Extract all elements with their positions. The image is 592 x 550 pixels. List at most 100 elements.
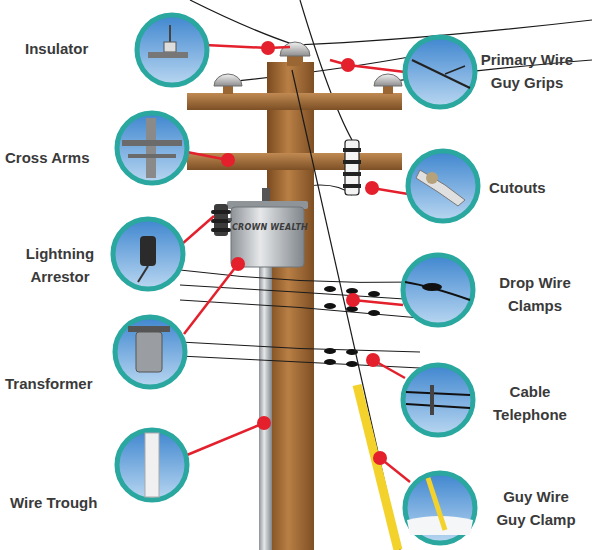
leader-dot <box>221 153 235 167</box>
photo-detail <box>138 266 148 282</box>
photo-lightning-arrestor <box>113 219 183 289</box>
insulator-dome <box>374 74 402 86</box>
photo-insulator <box>137 15 207 85</box>
insulator-dome <box>214 74 242 86</box>
leader-dots <box>221 41 387 465</box>
insulator-dome <box>280 42 310 56</box>
guy-wire <box>292 70 400 550</box>
part-label: Wire Trough <box>10 491 120 514</box>
clamp <box>324 348 336 354</box>
cutout-band <box>343 184 361 188</box>
part-label: Drop Wire Clamps <box>487 271 583 317</box>
photo-detail <box>426 172 438 184</box>
photo-drop-wire-clamps <box>403 255 473 325</box>
cutout-band <box>343 148 361 152</box>
photo-detail <box>122 140 182 146</box>
photo-detail <box>148 52 188 58</box>
clamp <box>346 361 358 367</box>
part-label: Guy Wire Guy Clamp <box>490 485 582 531</box>
part-label: Transformer <box>5 372 115 395</box>
photo-detail <box>428 478 445 530</box>
photo-detail <box>164 42 176 52</box>
photo-detail <box>128 154 176 158</box>
photo-detail <box>422 283 442 291</box>
part-label: Primary Wire Guy Grips <box>471 48 583 94</box>
clamp <box>368 310 380 316</box>
photo-detail <box>416 170 465 206</box>
clamp <box>324 303 336 309</box>
photo-wire-trough <box>117 430 187 500</box>
photo-detail <box>445 66 465 74</box>
clamp <box>368 291 380 297</box>
photo-cross-arms <box>117 113 187 183</box>
leader-dot <box>373 451 387 465</box>
photo-detail <box>430 385 434 415</box>
part-label: Cross Arms <box>5 146 115 169</box>
photo-transformer <box>115 317 185 387</box>
photo-detail <box>145 433 159 497</box>
photo-cutouts <box>408 151 478 221</box>
photo-detail <box>412 60 470 88</box>
arrestor-disc <box>211 219 231 223</box>
leader-dot <box>261 41 275 55</box>
photo-detail <box>136 332 162 372</box>
leader-dot <box>365 181 379 195</box>
transformer-bushing <box>262 188 270 202</box>
cutout-band <box>343 160 361 164</box>
cutout-band <box>343 172 361 176</box>
leader-line <box>182 216 214 244</box>
cross-arm <box>187 93 402 110</box>
watermark: CROWN WEALTH <box>232 223 304 233</box>
leader-dot <box>341 58 355 72</box>
photo-callouts <box>113 15 478 543</box>
leader-line <box>353 300 403 305</box>
photo-cable-telephone <box>403 365 473 435</box>
clamp <box>324 359 336 365</box>
photo-circle <box>117 430 187 500</box>
photo-circle <box>408 151 478 221</box>
photo-circle <box>117 113 187 183</box>
cutout <box>343 140 361 195</box>
transformer <box>227 188 308 267</box>
photo-detail <box>140 236 156 266</box>
photo-primary-wire <box>405 37 475 107</box>
photo-detail <box>146 118 156 178</box>
part-label: Lightning Arrestor <box>5 242 115 288</box>
photo-circle <box>113 219 183 289</box>
cross-arm <box>187 153 402 170</box>
arrestor-disc <box>211 228 231 232</box>
photo-circle <box>403 365 473 435</box>
leader-dot <box>257 416 271 430</box>
drop-wire-clamps <box>324 286 380 367</box>
wire <box>180 342 420 352</box>
photo-circle <box>115 317 185 387</box>
part-label: Insulator <box>25 37 115 60</box>
leader-line <box>184 264 238 334</box>
photo-detail <box>406 392 470 395</box>
leader-dot <box>231 257 245 271</box>
photo-circle <box>403 255 473 325</box>
leader-lines <box>182 45 410 482</box>
leader-line <box>205 45 290 48</box>
photo-circle <box>137 15 207 85</box>
transformer-tank <box>231 207 304 267</box>
leader-dot <box>346 293 360 307</box>
leader-dot <box>366 353 380 367</box>
photo-circle <box>405 37 475 107</box>
part-label: Cutouts <box>489 176 584 199</box>
wire <box>180 300 420 318</box>
drop-wires <box>180 270 420 368</box>
photo-detail <box>405 282 470 300</box>
photo-circle <box>405 473 475 543</box>
arrestor-bracket <box>228 218 232 221</box>
wire <box>180 270 420 283</box>
photo-detail <box>128 326 170 332</box>
lightning-arrestor <box>211 204 232 236</box>
arrestor-disc <box>211 210 231 214</box>
leader-line <box>187 423 264 455</box>
photo-guy-clamp <box>405 473 475 543</box>
photo-detail <box>406 404 470 408</box>
part-label: Cable Telephone <box>482 380 578 426</box>
clamp <box>324 286 336 292</box>
